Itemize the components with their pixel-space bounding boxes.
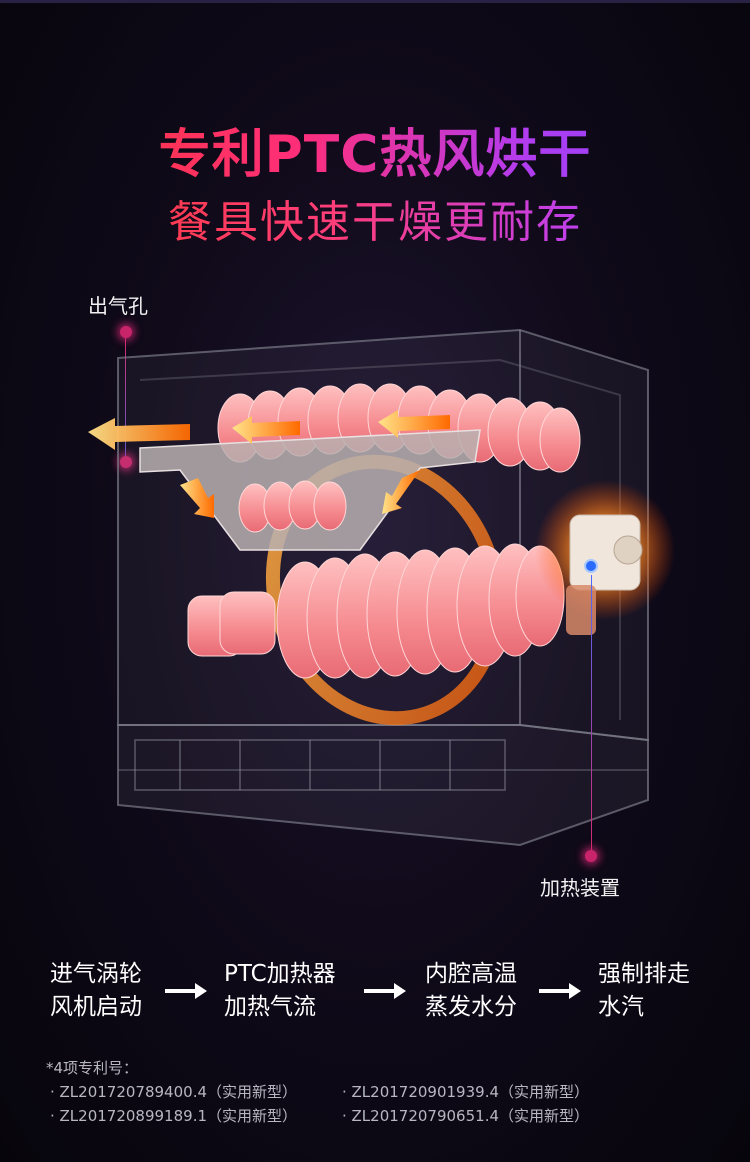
patent-item: · ZL201720789400.4（实用新型） bbox=[50, 1083, 298, 1101]
process-step-3-line2: 蒸发水分 bbox=[425, 994, 517, 1020]
air-outlet-marker-icon bbox=[120, 326, 132, 338]
heating-device-label: 加热装置 bbox=[540, 876, 620, 900]
lower-plates bbox=[187, 543, 565, 679]
process-step-1-line1: 进气涡轮 bbox=[50, 961, 142, 987]
top-divider bbox=[0, 0, 750, 3]
patent-item: · ZL201720901939.4（实用新型） bbox=[342, 1083, 590, 1101]
page-title: 专利PTC热风烘干 bbox=[0, 112, 750, 187]
process-step-4-line2: 水汽 bbox=[598, 994, 644, 1020]
air-outlet-leader-line bbox=[125, 338, 126, 458]
process-step-4-line1: 强制排走 bbox=[598, 961, 690, 987]
air-outlet-end-marker-icon bbox=[120, 456, 132, 468]
process-step-2: PTC加热器 加热气流 bbox=[224, 958, 336, 1024]
process-steps: 进气涡轮 风机启动 PTC加热器 加热气流 内腔高温 蒸发水分 强制排走 水汽 bbox=[0, 950, 750, 1030]
process-step-2-line2: 加热气流 bbox=[224, 994, 316, 1020]
right-arrow-icon bbox=[165, 983, 207, 999]
process-step-3: 内腔高温 蒸发水分 bbox=[425, 958, 517, 1024]
page-subtitle: 餐具快速干燥更耐存 bbox=[0, 186, 750, 250]
patent-item: · ZL201720790651.4（实用新型） bbox=[342, 1107, 590, 1125]
heating-device-leader-line bbox=[591, 575, 592, 855]
heating-device-marker-icon bbox=[585, 850, 597, 862]
process-step-3-line1: 内腔高温 bbox=[425, 961, 517, 987]
air-outlet-label: 出气孔 bbox=[88, 294, 148, 318]
patent-item: · ZL201720899189.1（实用新型） bbox=[50, 1107, 298, 1125]
process-step-4: 强制排走 水汽 bbox=[598, 958, 690, 1024]
process-step-1-line2: 风机启动 bbox=[50, 994, 142, 1020]
middle-plates bbox=[238, 480, 347, 533]
base-frame bbox=[134, 739, 506, 791]
patent-list-title: *4项专利号： bbox=[46, 1059, 139, 1077]
process-step-1: 进气涡轮 风机启动 bbox=[50, 958, 142, 1024]
right-arrow-icon bbox=[364, 983, 406, 999]
process-step-2-line1: PTC加热器 bbox=[224, 961, 336, 987]
right-arrow-icon bbox=[539, 983, 581, 999]
dishwasher-illustration bbox=[88, 328, 675, 847]
hot-air-arrows bbox=[88, 410, 450, 518]
